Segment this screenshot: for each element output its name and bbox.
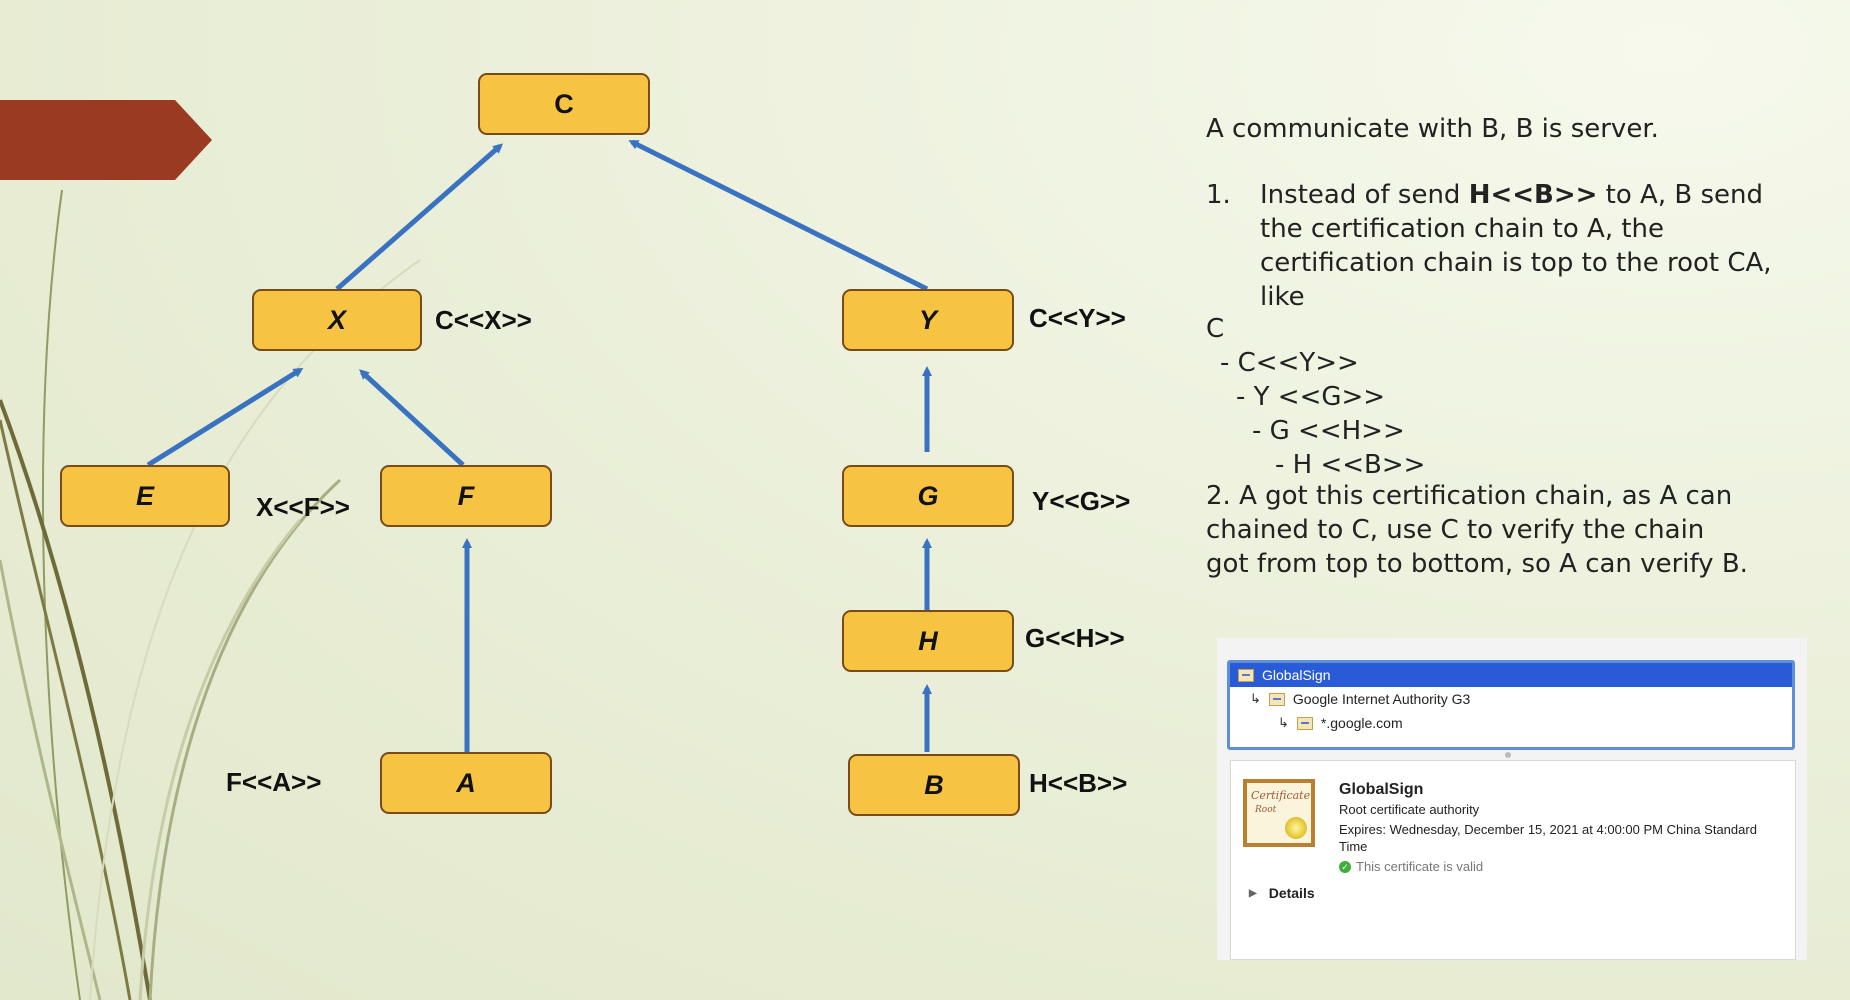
decor-curve bbox=[138, 519, 302, 1000]
node-x: X bbox=[252, 289, 422, 351]
certificate-status-text: This certificate is valid bbox=[1356, 859, 1484, 874]
label-f-a: F<<A>> bbox=[226, 767, 322, 797]
node-f: F bbox=[380, 465, 552, 527]
decor-curve bbox=[89, 259, 421, 1000]
certificate-image-script: Certificate bbox=[1251, 789, 1311, 802]
node-e: E bbox=[60, 465, 230, 527]
intro-text: A communicate with B, B is server. bbox=[1206, 114, 1659, 144]
step1-text-bold: H<<B>> bbox=[1468, 180, 1598, 210]
decor-curve bbox=[41, 189, 81, 1000]
step2-line: got from top to bottom, so A can verify … bbox=[1206, 549, 1748, 579]
accent-tab bbox=[0, 100, 212, 180]
decor-curve bbox=[148, 478, 342, 1000]
label-x-f: X<<F>> bbox=[256, 492, 350, 522]
certificate-detail: Certificate Root GlobalSign Root certifi… bbox=[1230, 760, 1796, 960]
split-handle[interactable] bbox=[1505, 752, 1511, 758]
certificate-chain-list: GlobalSign ↳ Google Internet Authority G… bbox=[1227, 660, 1795, 750]
cert-tree-item-globalsign[interactable]: GlobalSign bbox=[1230, 663, 1792, 687]
step1-text: Instead of send H<<B>> to A, B send the … bbox=[1260, 178, 1780, 314]
certificate-icon bbox=[1296, 716, 1313, 730]
check-circle-icon: ✓ bbox=[1339, 860, 1351, 873]
cert-tree-item-google-ia[interactable]: ↳ Google Internet Authority G3 bbox=[1250, 687, 1470, 711]
certificate-status: ✓ This certificate is valid bbox=[1339, 859, 1483, 874]
node-y: Y bbox=[842, 289, 1014, 351]
cert-tree-label: Google Internet Authority G3 bbox=[1292, 691, 1471, 707]
label-c-x: C<<X>> bbox=[435, 305, 532, 335]
certificate-icon bbox=[1238, 668, 1254, 682]
label-y-g: Y<<G>> bbox=[1032, 486, 1131, 516]
cert-tree-label: GlobalSign bbox=[1262, 667, 1331, 683]
certificate-icon bbox=[1268, 692, 1285, 706]
certificate-icon: Certificate Root bbox=[1243, 779, 1315, 847]
node-g: G bbox=[842, 465, 1014, 527]
cert-tree-label: *.google.com bbox=[1320, 715, 1403, 731]
certificate-expiry: Expires: Wednesday, December 15, 2021 at… bbox=[1339, 822, 1757, 854]
certificate-image-script: Root bbox=[1255, 805, 1277, 815]
node-c: C bbox=[478, 73, 650, 135]
certificate-type: Root certificate authority bbox=[1339, 802, 1480, 817]
chain-line: - C<<Y>> bbox=[1220, 348, 1359, 378]
decor-curve bbox=[0, 419, 132, 1000]
subitem-arrow-icon: ↳ bbox=[1278, 715, 1289, 730]
chain-line: - H <<B>> bbox=[1275, 450, 1426, 480]
chain-line: - Y <<G>> bbox=[1236, 382, 1386, 412]
step1-number: 1. bbox=[1206, 180, 1231, 210]
label-h-b: H<<B>> bbox=[1029, 768, 1128, 798]
details-disclosure[interactable]: ▶ Details bbox=[1249, 885, 1315, 901]
cert-tree-item-google-com[interactable]: ↳ *.google.com bbox=[1278, 711, 1403, 735]
chain-line: C bbox=[1206, 314, 1225, 344]
step1-text-pre: Instead of send bbox=[1260, 180, 1469, 210]
disclosure-triangle-icon: ▶ bbox=[1249, 887, 1257, 899]
step2-line: chained to C, use C to verify the chain bbox=[1206, 515, 1705, 545]
label-c-y: C<<Y>> bbox=[1029, 303, 1126, 333]
chain-line: - G <<H>> bbox=[1252, 416, 1405, 446]
step1-text-post: to A, B send the certification chain to … bbox=[1260, 180, 1772, 312]
decor-curve bbox=[0, 559, 102, 1000]
label-g-h: G<<H>> bbox=[1025, 623, 1125, 653]
step2-text: 2. A got this certification chain, as A … bbox=[1206, 479, 1748, 581]
decor-curve bbox=[0, 399, 152, 1000]
certificate-name: GlobalSign bbox=[1339, 781, 1424, 798]
subitem-arrow-icon: ↳ bbox=[1250, 691, 1261, 706]
seal-icon bbox=[1285, 817, 1307, 839]
node-a: A bbox=[380, 752, 552, 814]
node-b: B bbox=[848, 754, 1020, 816]
details-label: Details bbox=[1268, 885, 1315, 901]
step2-line: 2. A got this certification chain, as A … bbox=[1206, 481, 1733, 511]
certificate-viewer: GlobalSign ↳ Google Internet Authority G… bbox=[1217, 638, 1807, 960]
node-h: H bbox=[842, 610, 1014, 672]
